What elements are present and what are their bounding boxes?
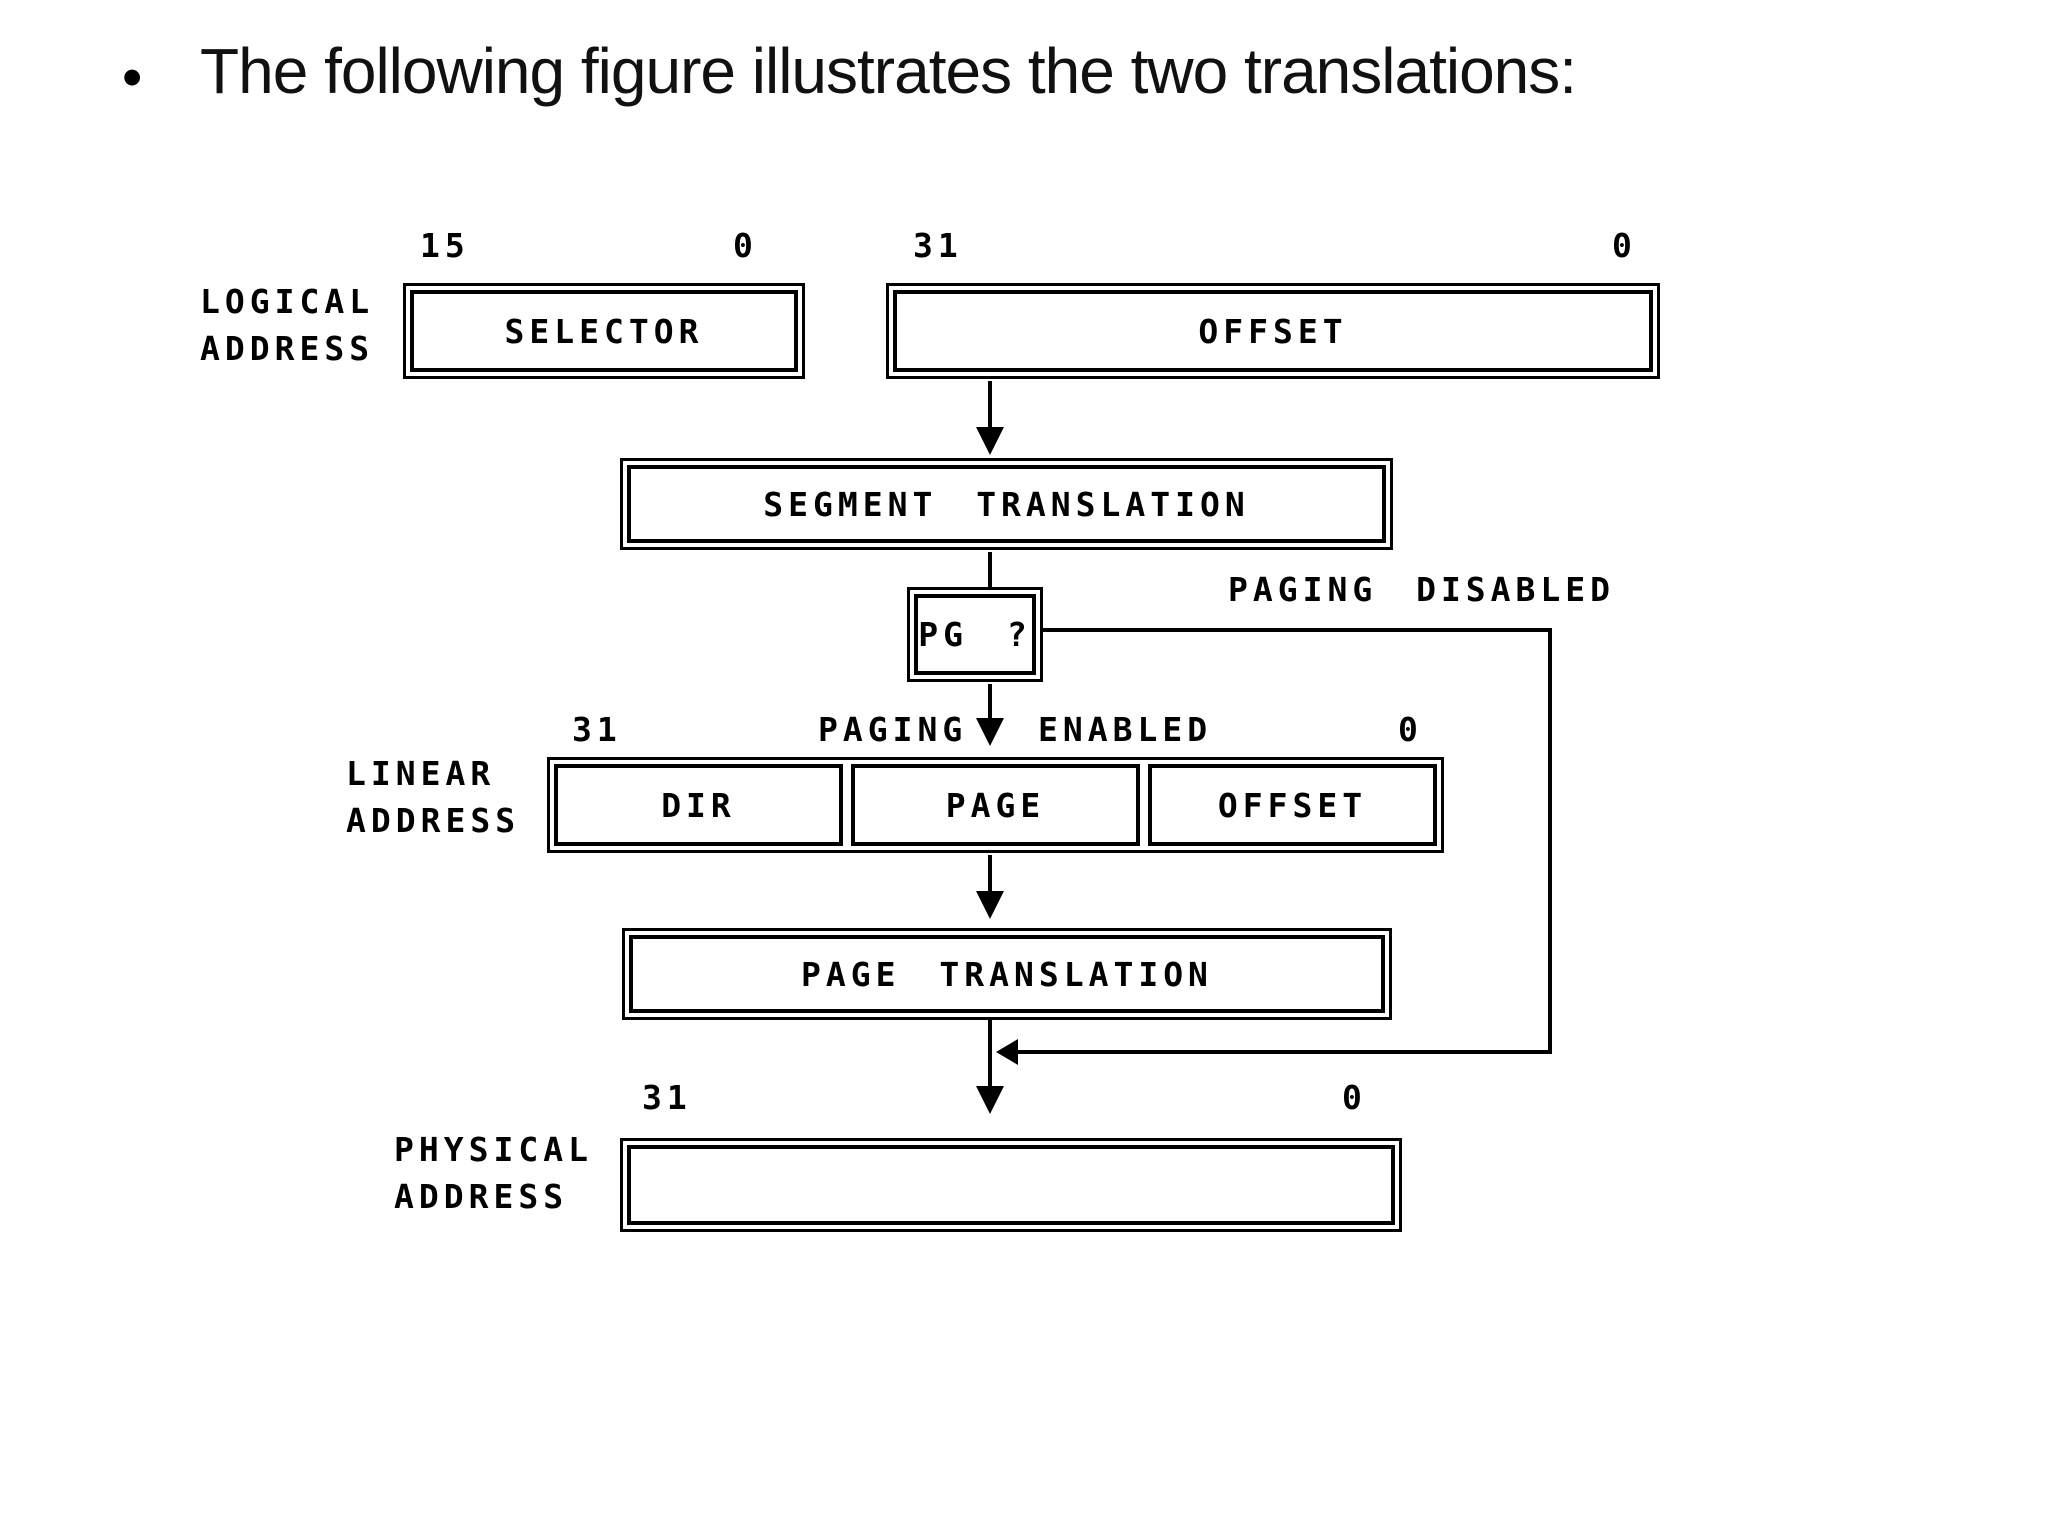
linear-cell-offset-label: OFFSET [1217, 785, 1368, 825]
linear-cell-dir: DIR [554, 764, 843, 846]
page-translation-label: PAGE TRANSLATION [801, 954, 1213, 994]
slide-title: The following figure illustrates the two… [200, 35, 1577, 107]
pg-check-box-inner: PG ? [914, 594, 1036, 675]
paging-enabled-label-right: ENABLED [1038, 710, 1213, 749]
offset-to-segment-line [988, 381, 992, 429]
offset-bit-high: 31 [913, 226, 963, 265]
logical-address-label-line2: ADDRESS [200, 329, 375, 368]
linear-address-label-line2: ADDRESS [346, 801, 521, 840]
segment-translation-box: SEGMENT TRANSLATION [620, 458, 1393, 550]
physical-address-label-line2: ADDRESS [394, 1177, 569, 1216]
physical-address-label: PHYSICAL ADDRESS [394, 1126, 593, 1220]
page-translation-box-inner: PAGE TRANSLATION [629, 935, 1385, 1013]
paging-disabled-top-line [1043, 628, 1552, 632]
physical-entry-arrow-icon [976, 1086, 1004, 1114]
pg-check-label: PG ? [918, 615, 1032, 654]
offset-bit-low: 0 [1612, 226, 1637, 265]
linear-address-box: DIR PAGE OFFSET [547, 757, 1444, 853]
pg-check-box: PG ? [907, 587, 1043, 682]
selector-box-inner: SELECTOR [410, 290, 798, 372]
linear-cell-page-label: PAGE [945, 785, 1046, 825]
selector-box: SELECTOR [403, 283, 805, 379]
paging-enabled-arrow-icon [976, 718, 1004, 746]
selector-bit-high: 15 [420, 226, 470, 265]
paging-enabled-label-left: PAGING [818, 710, 968, 749]
pg-to-linear-line [988, 684, 992, 720]
bypass-merge-line [1016, 1050, 1552, 1054]
physical-bit-low: 0 [1342, 1078, 1367, 1117]
segment-translation-box-inner: SEGMENT TRANSLATION [627, 465, 1386, 543]
physical-address-box-inner [627, 1145, 1395, 1225]
selector-bit-low: 0 [733, 226, 758, 265]
linear-to-page-arrow-icon [976, 891, 1004, 919]
linear-cell-dir-label: DIR [661, 785, 736, 825]
linear-to-page-line [988, 855, 992, 893]
selector-box-label: SELECTOR [504, 311, 704, 351]
bullet-icon: • [122, 45, 143, 110]
paging-disabled-right-line [1548, 628, 1552, 1054]
linear-cell-page: PAGE [851, 764, 1140, 846]
linear-address-cells: DIR PAGE OFFSET [554, 764, 1437, 846]
linear-cell-offset: OFFSET [1148, 764, 1437, 846]
physical-address-box [620, 1138, 1402, 1232]
physical-bit-high: 31 [642, 1078, 692, 1117]
offset-box-inner: OFFSET [893, 290, 1653, 372]
linear-bit-low: 0 [1398, 710, 1423, 749]
offset-box: OFFSET [886, 283, 1660, 379]
page-to-physical-line [988, 1020, 992, 1088]
logical-address-label: LOGICAL ADDRESS [200, 278, 374, 372]
bypass-merge-arrow-icon [996, 1039, 1018, 1065]
linear-bit-high: 31 [572, 710, 622, 749]
linear-address-label: LINEAR ADDRESS [346, 750, 520, 844]
segment-translation-label: SEGMENT TRANSLATION [763, 484, 1250, 524]
physical-address-label-line1: PHYSICAL [394, 1130, 593, 1169]
logical-address-label-line1: LOGICAL [200, 282, 375, 321]
linear-address-label-line1: LINEAR [346, 754, 496, 793]
offset-box-label: OFFSET [1198, 311, 1348, 351]
offset-to-segment-arrow-icon [976, 427, 1004, 455]
paging-disabled-label: PAGING DISABLED [1228, 570, 1616, 609]
page-translation-box: PAGE TRANSLATION [622, 928, 1392, 1020]
segment-to-pg-line [988, 552, 992, 588]
